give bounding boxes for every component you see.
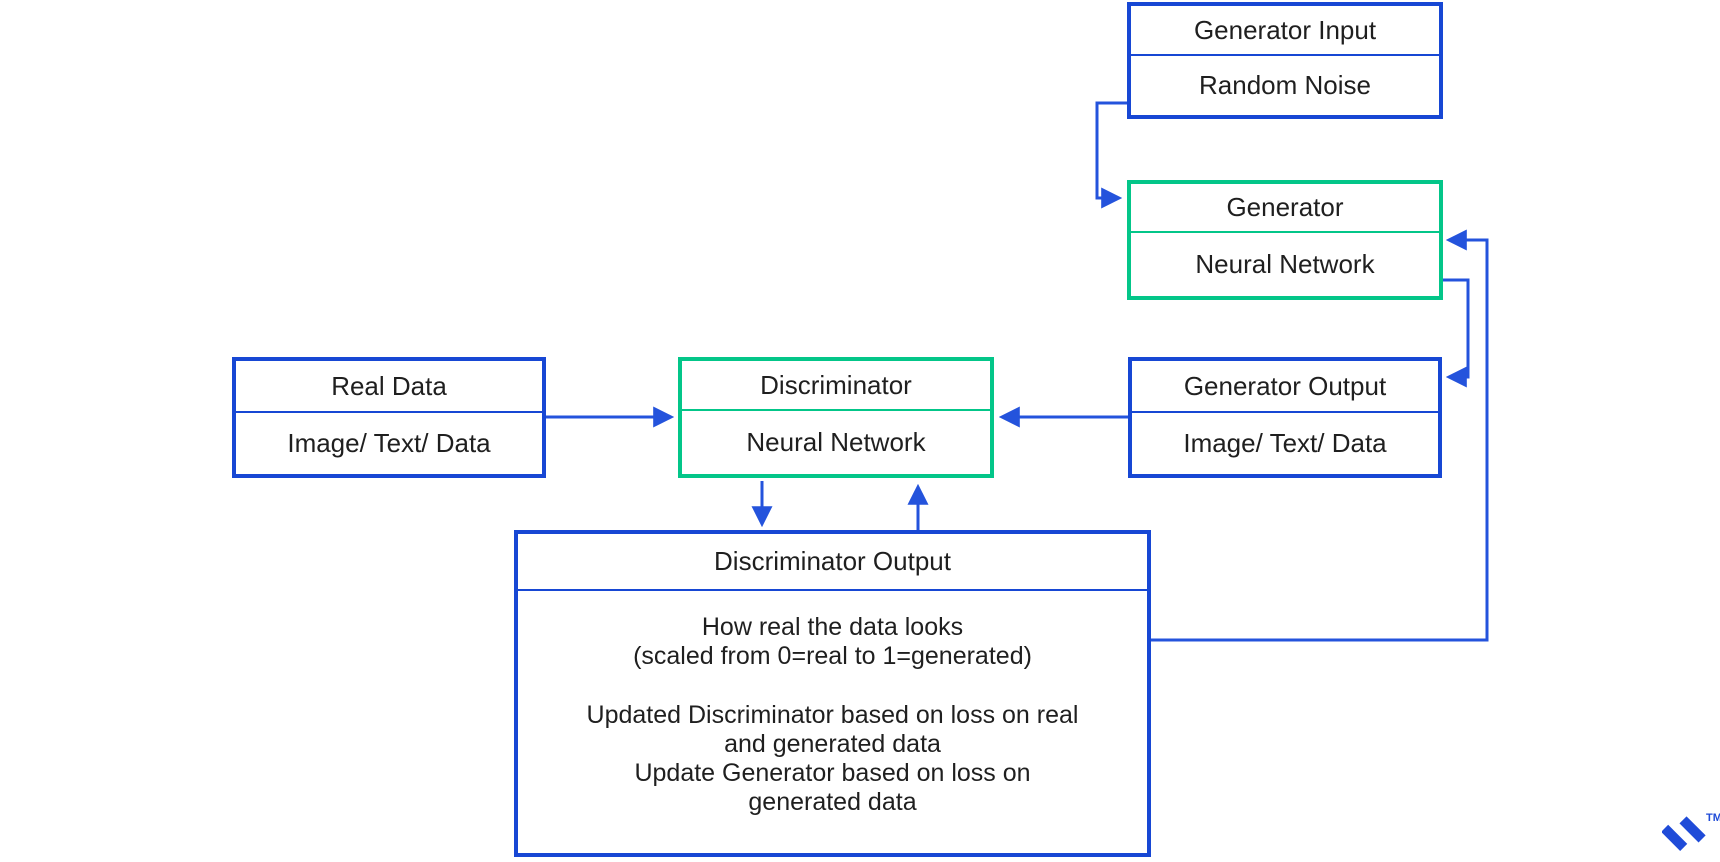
trademark-label: TM: [1706, 812, 1720, 824]
real-data-title: Real Data: [236, 361, 542, 413]
discriminator-output-body: How real the data looks (scaled from 0=r…: [518, 591, 1147, 853]
generator-output-title: Generator Output: [1132, 361, 1438, 413]
generator-title: Generator: [1131, 184, 1439, 233]
discriminator-output-paragraph-1: How real the data looks (scaled from 0=r…: [518, 613, 1147, 671]
brand-logo: TM: [1661, 808, 1720, 862]
generator-output-subtitle: Image/ Text/ Data: [1183, 428, 1387, 458]
text-line: Update Generator based on loss on: [634, 759, 1031, 787]
real-data-subtitle: Image/ Text/ Data: [287, 428, 491, 458]
generator-input-subtitle: Random Noise: [1199, 70, 1371, 100]
discriminator-output-box: Discriminator Output How real the data l…: [514, 530, 1151, 857]
toptal-logo-icon: [1661, 816, 1706, 851]
text-line: and generated data: [724, 730, 941, 758]
text-line: (scaled from 0=real to 1=generated): [633, 642, 1032, 670]
discriminator-output-paragraph-2: Updated Discriminator based on loss on r…: [518, 701, 1147, 817]
generator-input-box: Generator Input Random Noise: [1127, 2, 1443, 119]
generator-box: Generator Neural Network: [1127, 180, 1443, 300]
connector-generator-input-to-generator: [1095, 101, 1127, 209]
discriminator-subtitle: Neural Network: [746, 427, 926, 457]
text-line: Updated Discriminator based on loss on r…: [586, 701, 1079, 729]
discriminator-output-title: Discriminator Output: [518, 534, 1147, 591]
discriminator-box: Discriminator Neural Network: [678, 357, 994, 478]
generator-input-title: Generator Input: [1131, 6, 1439, 56]
generator-output-box: Generator Output Image/ Text/ Data: [1128, 357, 1442, 478]
real-data-box: Real Data Image/ Text/ Data: [232, 357, 546, 478]
text-line: How real the data looks: [701, 613, 964, 641]
discriminator-title: Discriminator: [682, 361, 990, 411]
connector-generator-to-generator-output: [1442, 278, 1470, 388]
text-line: generated data: [748, 788, 917, 816]
generator-subtitle: Neural Network: [1195, 249, 1375, 279]
